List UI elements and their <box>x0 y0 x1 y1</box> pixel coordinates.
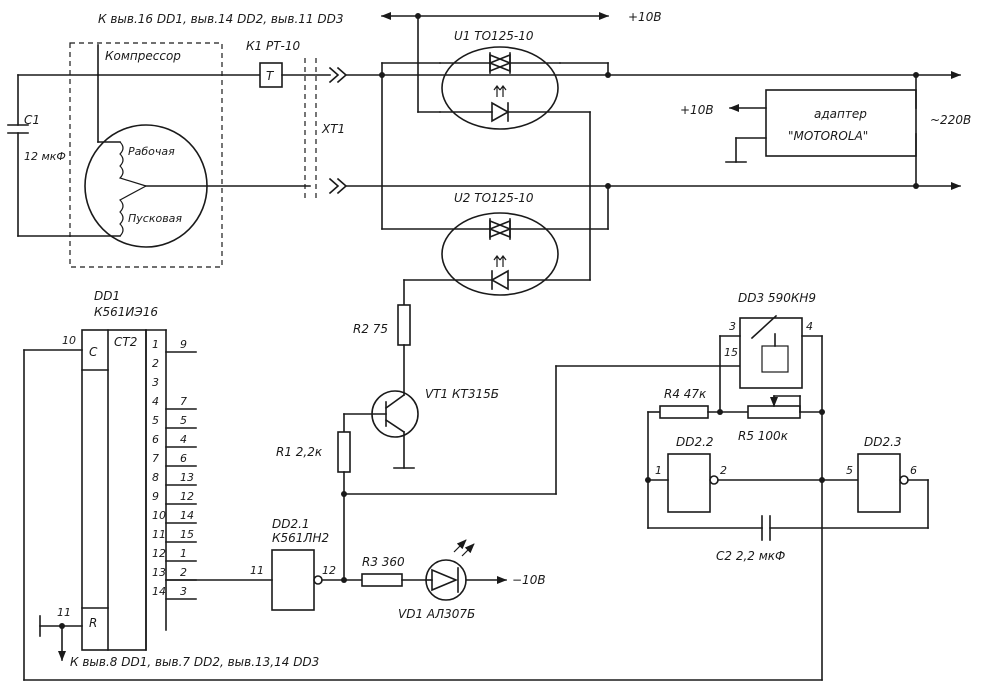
oscillator-block: R4 47к R5 100к DD2.2 1 2 DD2.3 5 6 C2 2,… <box>645 387 929 563</box>
dd3-ref: DD3 590КН9 <box>738 291 816 305</box>
dd2-2-ref: DD2.2 <box>676 435 714 449</box>
dd1-bit-label: 11 <box>152 528 166 541</box>
vd1-ref: VD1 АЛ307Б <box>398 607 475 621</box>
xt1-ref: XT1 <box>321 122 345 136</box>
gate-dd2-1: DD2.1 К561ЛН2 11 12 <box>165 517 363 611</box>
optotriac-u2: U2 ТО125-10 <box>381 74 609 296</box>
vt1-ref: VT1 КТ315Б <box>425 387 499 401</box>
dd2-1-part: К561ЛН2 <box>272 531 329 545</box>
dd1-pin-number: 7 <box>180 395 187 408</box>
dd2-2-pin-out: 2 <box>720 464 727 477</box>
top-power-note: К выв.16 DD1, выв.14 DD2, выв.11 DD3 +10… <box>98 10 662 113</box>
dd3-pin4: 4 <box>806 320 813 333</box>
dd3-pin3: 3 <box>729 320 736 333</box>
dd1-pin-number: 13 <box>180 471 194 484</box>
dd2-1-pin-in: 11 <box>250 564 264 577</box>
winding-work-label: Рабочая <box>128 145 175 158</box>
connector-xt1: XT1 <box>304 58 348 200</box>
relay-contact: T <box>266 69 275 83</box>
u2-ref: U2 ТО125-10 <box>454 191 534 205</box>
dd1-ref: DD1 <box>94 289 120 303</box>
dd1-bit-label: 4 <box>152 395 159 408</box>
r4-ref: R4 47к <box>664 387 707 401</box>
dd1-part: К561ИЭ16 <box>94 305 158 319</box>
minus10-led-label: −10В <box>512 573 546 587</box>
dd1-pin-list: 1 9 2 3 4 7 5 5 6 4 7 6 8 13 9 12 10 14 11 15 12 1 13 2 14 3 <box>152 338 197 600</box>
bottom-ground-note: К выв.8 DD1, выв.7 DD2, выв.13,14 DD3 <box>70 655 319 669</box>
c1-value: 12 мкФ <box>24 150 66 163</box>
dd1-reset: R <box>89 616 97 630</box>
dd1-bit-label: 2 <box>152 357 159 370</box>
dd2-1-ref: DD2.1 <box>272 517 310 531</box>
ac220-label: ~220В <box>930 113 971 127</box>
adapter-line2: "MOTOROLA" <box>788 129 868 143</box>
top-power-label: К выв.16 DD1, выв.14 DD2, выв.11 DD3 <box>98 12 344 26</box>
dd1-pin-reset: 11 <box>57 606 71 619</box>
dd1-pin-number: 14 <box>180 509 194 522</box>
c1-ref: C1 <box>24 113 40 127</box>
dd1-pin-number: 5 <box>180 414 187 427</box>
optotriac-u1: U1 ТО125-10 <box>381 29 609 281</box>
dd1-pin-number: 6 <box>180 452 187 465</box>
compressor-title: Компрессор <box>105 49 181 63</box>
dd2-1-pin-out: 12 <box>322 564 336 577</box>
dd3-pin15: 15 <box>724 346 738 359</box>
u1-ref: U1 ТО125-10 <box>454 29 534 43</box>
r2-ref: R2 75 <box>353 322 388 336</box>
dd1-pin-number: 15 <box>180 528 194 541</box>
c2-ref: C2 2,2 мкФ <box>716 549 785 563</box>
dd1-bit-label: 12 <box>152 547 166 560</box>
dd1-bit-label: 6 <box>152 433 159 446</box>
dd1-bit-label: 10 <box>152 509 166 522</box>
adapter-block: адаптер "MOTOROLA" +10В <box>680 74 917 187</box>
dd1-bit-label: 7 <box>152 452 159 465</box>
dd1-bit-label: 9 <box>152 490 159 503</box>
winding-start-label: Пусковая <box>128 212 182 225</box>
plus10-top-label: +10В <box>628 10 662 24</box>
plus10-adapter-label: +10В <box>680 103 714 117</box>
dd1-bit-label: 5 <box>152 414 159 427</box>
dd1-clock: C <box>89 345 98 359</box>
chip-dd3: DD3 590КН9 3 4 15 <box>719 291 823 681</box>
dd1-bit-label: 1 <box>152 338 159 351</box>
dd1-counter: CT2 <box>114 335 137 349</box>
dd1-bit-label: 8 <box>152 471 159 484</box>
dd1-pin-number: 9 <box>180 338 187 351</box>
dd1-bit-label: 14 <box>152 585 166 598</box>
dd1-pin-number: 2 <box>180 566 187 579</box>
r3-ref: R3 360 <box>362 555 405 569</box>
dd1-pin-number: 1 <box>180 547 187 560</box>
dd1-bit-label: 13 <box>152 566 166 579</box>
transistor-stage: R2 75 VT1 КТ315Б R1 2,2к <box>276 279 741 581</box>
dd1-bit-label: 3 <box>152 376 159 389</box>
adapter-line1: адаптер <box>814 107 867 121</box>
r5-ref: R5 100к <box>738 429 789 443</box>
relay-k1: T К1 РТ-10 <box>97 39 331 88</box>
dd1-pin-number: 12 <box>180 490 194 503</box>
relay-ref: К1 РТ-10 <box>246 39 301 53</box>
compressor-block: Компрессор Рабочая Пусковая <box>69 42 311 268</box>
dd1-pin-clock: 10 <box>62 334 76 347</box>
capacitor-c1: C1 12 мкФ <box>7 74 121 237</box>
resistor-r3: R3 360 <box>361 555 427 587</box>
led-vd1: −10В VD1 АЛ307Б <box>398 539 546 621</box>
r1-ref: R1 2,2к <box>276 445 323 459</box>
dd1-pin-number: 4 <box>180 433 187 446</box>
dd2-3-pin-in: 5 <box>846 464 853 477</box>
dd1-pin-number: 3 <box>180 585 187 598</box>
dd2-3-pin-out: 6 <box>910 464 917 477</box>
dd2-3-ref: DD2.3 <box>864 435 902 449</box>
dd2-2-pin-in: 1 <box>655 464 662 477</box>
mains-bus: ~220В <box>345 71 971 190</box>
